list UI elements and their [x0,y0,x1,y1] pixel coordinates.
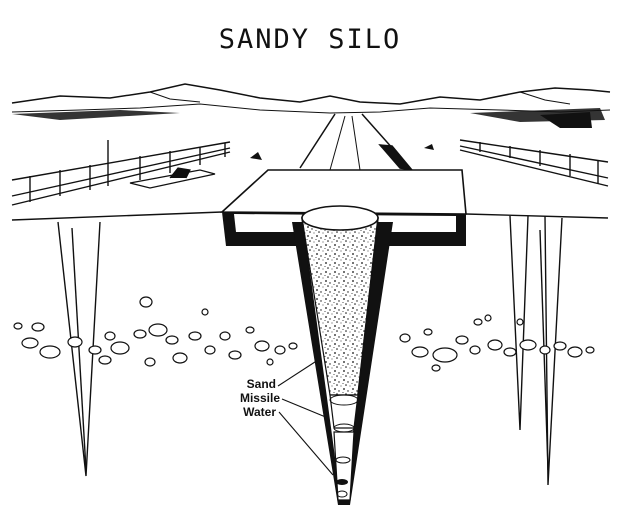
ground-structure [129,167,216,189]
diagram-title: SANDY SILO [218,24,402,55]
rock-strata-left [13,296,298,367]
silo-shaft [292,205,393,505]
road [299,113,414,172]
water-leader [278,411,334,476]
sand-leader [277,359,319,387]
fences [11,139,609,206]
silo-cap [219,169,467,246]
ground-surface [11,211,609,221]
label-missile: Missile [239,391,280,405]
mountain-range [11,83,611,114]
ground-marker [250,144,434,160]
horizon-shading [12,108,605,128]
background-shafts [57,215,563,486]
callout-leaders [277,359,334,476]
missile-leader [281,398,329,419]
label-water: Water [243,405,276,419]
rock-strata-right [399,314,595,372]
label-sand: Sand [246,377,276,391]
